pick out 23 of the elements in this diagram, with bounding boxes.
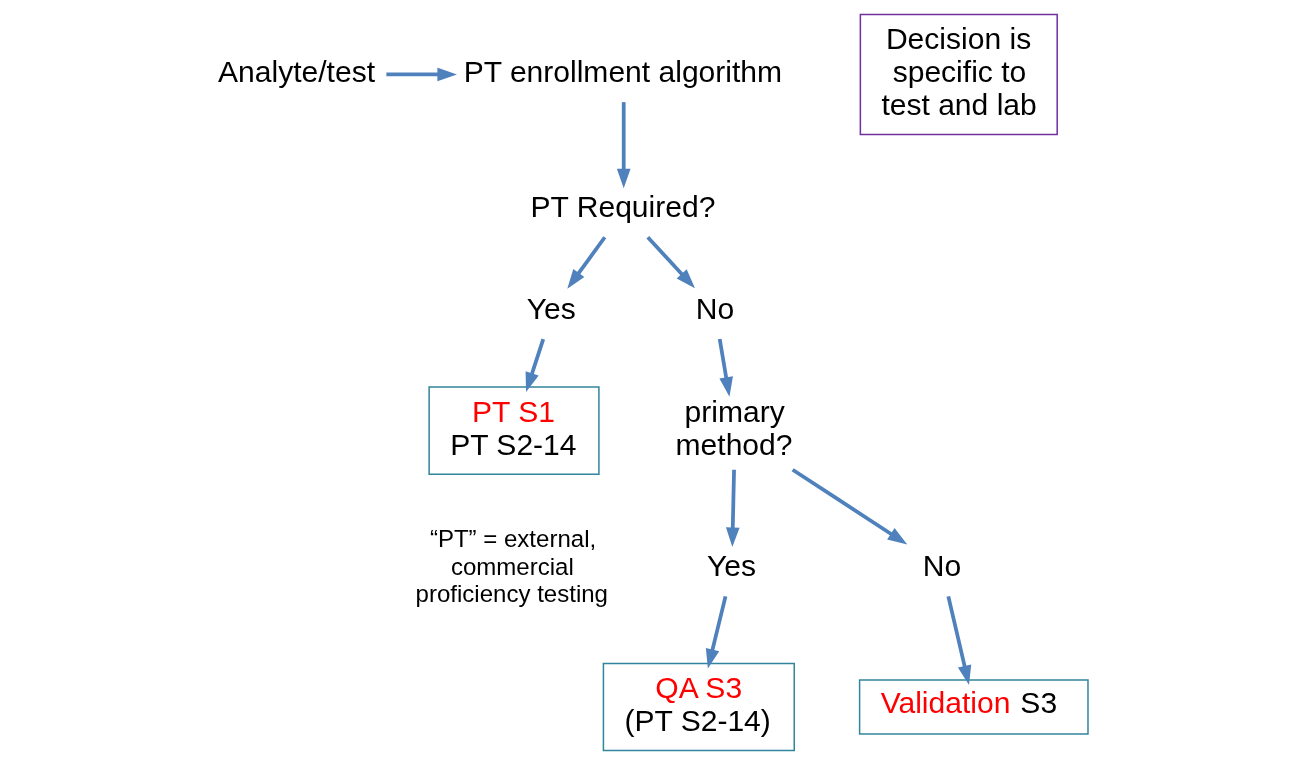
label: “PT” = external, commercial proficiency testing [415, 525, 608, 607]
node-text: Analyte/test [217, 55, 375, 88]
node-text: PT enrollment algorithm [463, 55, 782, 88]
arrow [645, 236, 695, 289]
node-text: Yes [526, 292, 576, 326]
arrow [705, 595, 727, 669]
node-box: PT S1 PT S2-14 [427, 386, 600, 475]
node-box: Validation S3 [858, 679, 1089, 735]
node-text: primary method? [675, 394, 792, 461]
arrow [385, 67, 457, 82]
arrow [566, 236, 606, 289]
arrow [525, 338, 545, 393]
node-text: Yes [706, 549, 756, 583]
node-text: No [922, 549, 961, 583]
arrow [946, 595, 971, 686]
arrow [791, 468, 907, 545]
arrow [717, 338, 733, 397]
arrow [616, 102, 631, 189]
arrow [725, 469, 740, 548]
node-text: No [695, 292, 734, 326]
node-box: Decision is specific to test and lab [859, 13, 1058, 136]
node-box: QA S3 (PT S2-14) [602, 662, 795, 752]
node-text: PT Required? [530, 190, 715, 224]
